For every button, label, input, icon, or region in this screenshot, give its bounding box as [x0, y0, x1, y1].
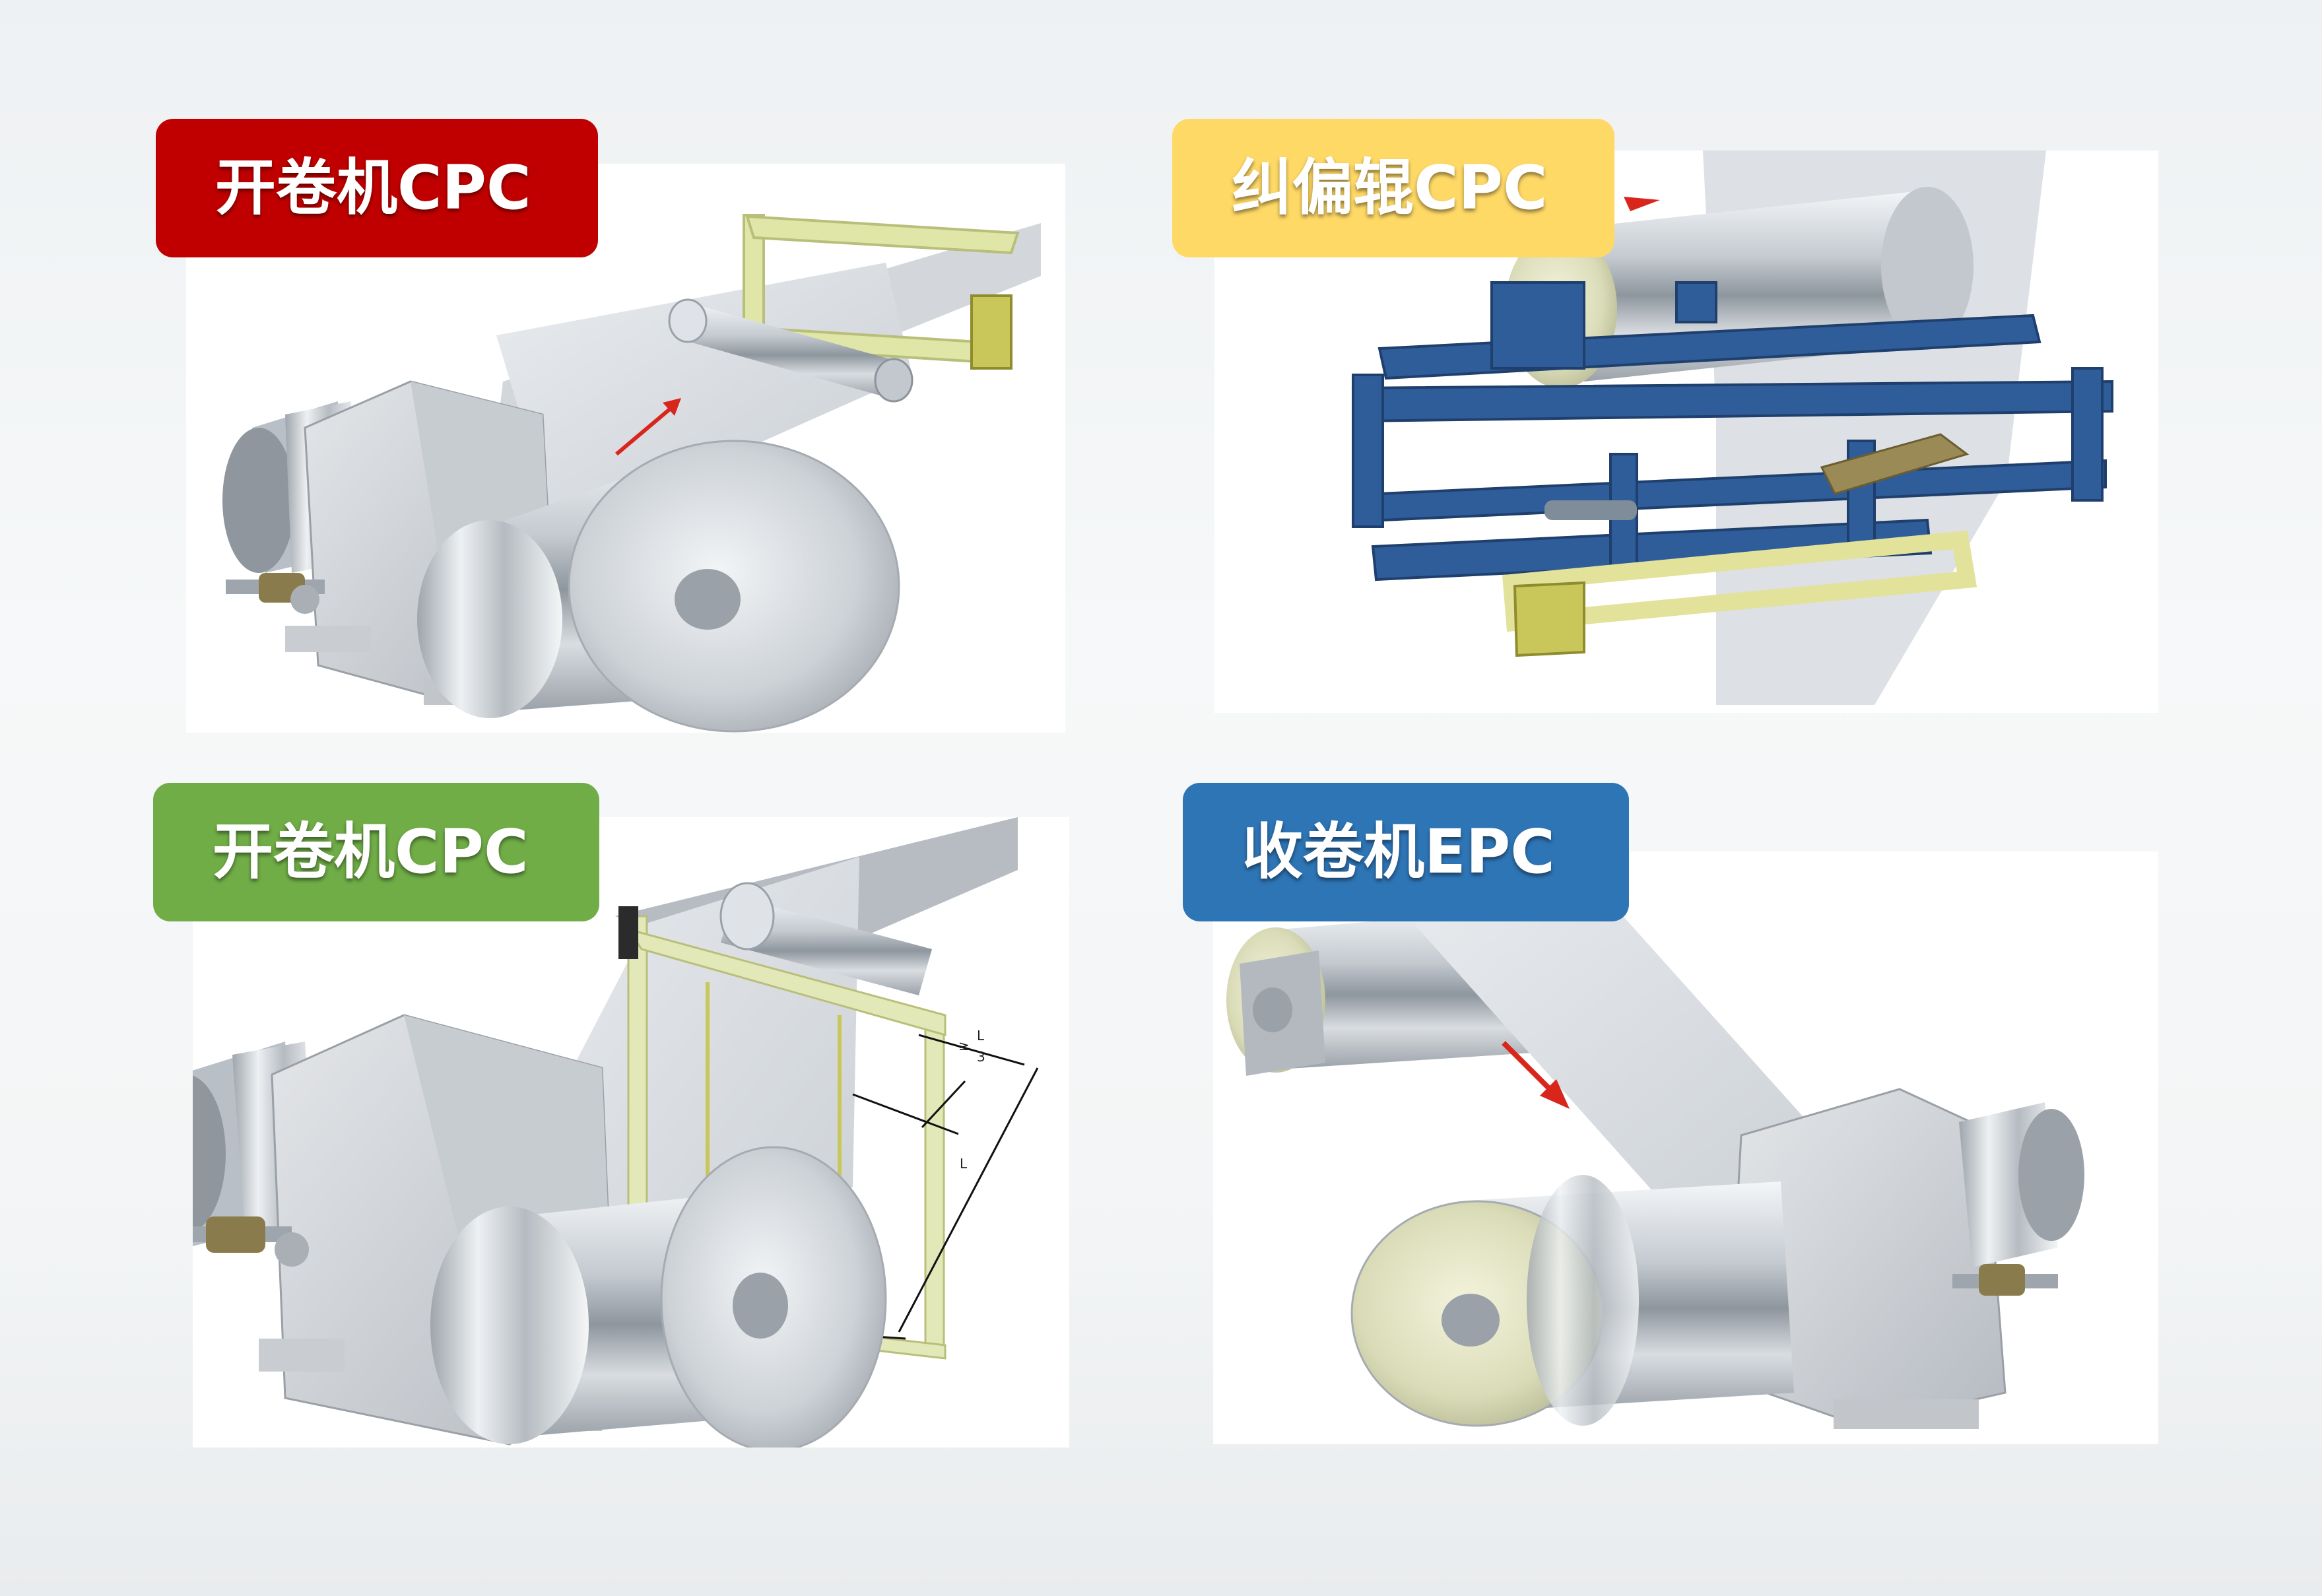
unwinder-cpc-diagram-bottom: L ≥ 3 L: [193, 817, 1069, 1447]
dimension-label-third-num: L: [977, 1028, 985, 1044]
panel-label-unwinder-cpc-bottom: 开卷机CPC: [153, 783, 599, 921]
panel-label-rewinder-epc: 收卷机EPC: [1183, 783, 1629, 921]
panel-label-guide-roller-cpc: 纠偏辊CPC: [1172, 119, 1614, 257]
steel-frame-icon: [1351, 281, 2113, 582]
panel-label-unwinder-cpc-top: 开卷机CPC: [156, 119, 598, 257]
direction-arrow-icon: [1502, 1041, 1570, 1109]
guide-roller: [668, 298, 913, 403]
actuator-icon: [226, 573, 325, 614]
dimension-label-ge: ≥: [958, 1038, 970, 1053]
coil-icon: [430, 1146, 887, 1447]
sensor-frame-icon: [1502, 530, 1977, 657]
sensor-frame-icon: [743, 214, 1020, 370]
rewinder-epc-diagram: [1213, 851, 2158, 1444]
direction-arrow-icon: [1624, 197, 1660, 211]
unwinder-cpc-diagram-top: [186, 164, 1065, 733]
dimension-label-l: L: [960, 1156, 968, 1172]
coil-icon: [1350, 1175, 1794, 1427]
guide-roller: [719, 882, 932, 995]
actuator-icon: [193, 1216, 309, 1267]
actuator-icon: [1952, 1264, 2058, 1296]
coil-icon: [417, 440, 900, 733]
direction-arrow-icon: [615, 398, 681, 456]
motor-icon: [1959, 1102, 2084, 1267]
actuator-icon: [1820, 433, 1970, 495]
dimension-label-third-den: 3: [977, 1049, 985, 1065]
guide-roller-cpc-diagram: [1214, 150, 2158, 713]
